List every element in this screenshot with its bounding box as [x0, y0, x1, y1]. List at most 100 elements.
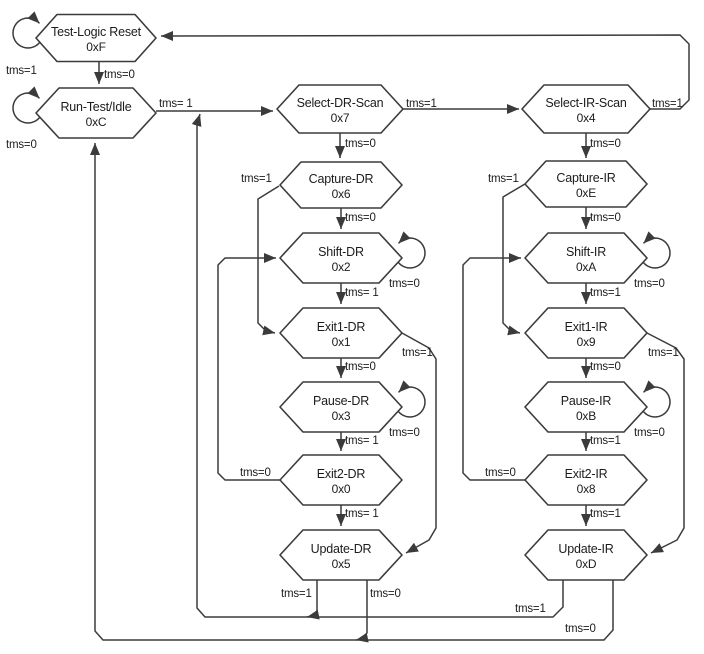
- transition-label: tms=0: [370, 588, 401, 600]
- hexagon: [524, 454, 648, 506]
- transition-line: [462, 253, 525, 481]
- transition-uir-sdr: tms=1: [191, 113, 564, 618]
- transition-label: tms=1: [590, 508, 621, 520]
- transition-e1dr-udr: tms=1: [401, 332, 437, 554]
- transition-cir-shir: tms=0: [581, 207, 621, 229]
- state-name: Exit2-DR: [317, 467, 366, 481]
- state-code: 0xB: [576, 409, 596, 423]
- state-name: Capture-IR: [556, 171, 615, 185]
- state-code: 0x9: [577, 335, 596, 349]
- hexagon: [279, 232, 403, 284]
- state-name: Shift-IR: [566, 245, 606, 259]
- hexagon: [279, 454, 403, 506]
- transition-label: tms=0: [104, 69, 135, 81]
- transition-line: [306, 580, 320, 620]
- transition-line: [217, 253, 280, 481]
- state-code: 0x3: [332, 409, 351, 423]
- hexagon: [276, 84, 404, 134]
- hexagon: [279, 529, 403, 581]
- transition-line: [257, 185, 280, 336]
- state-code: 0x8: [577, 482, 596, 496]
- transition-sdr-sir: tms=1: [403, 98, 519, 114]
- transition-label: tms=0: [345, 138, 376, 150]
- transition-label: tms= 1: [345, 508, 379, 520]
- state-name: Run-Test/Idle: [60, 100, 131, 114]
- transition-e1ir-uir: tms=1: [646, 332, 685, 554]
- transition-label: tms=1: [241, 173, 272, 185]
- transition-line: [191, 113, 564, 618]
- state-name: Select-DR-Scan: [297, 96, 384, 110]
- state-code: 0x4: [577, 111, 596, 125]
- state-name: Shift-DR: [318, 245, 364, 259]
- state-name: Exit1-IR: [565, 320, 608, 334]
- transition-label: tms=0: [565, 623, 596, 635]
- state-code: 0xF: [86, 40, 105, 54]
- hexagon: [279, 381, 403, 433]
- self-loop-line: [12, 86, 42, 124]
- transition-label: tms=1: [402, 347, 433, 359]
- hexagon: [521, 84, 651, 134]
- self-loop-pdr: tms=0: [389, 380, 426, 439]
- hexagon: [279, 161, 403, 209]
- transition-label: tms= 1: [159, 98, 193, 110]
- transition-pir-e2ir: tms=1: [581, 432, 621, 451]
- self-loop-label: tms=0: [389, 427, 420, 439]
- hexagon: [524, 307, 648, 359]
- state-name: Update-DR: [311, 542, 372, 556]
- state-code: 0x1: [332, 335, 351, 349]
- state-code: 0xC: [86, 115, 107, 129]
- state-code: 0x7: [331, 111, 350, 125]
- transition-e2dr-shdr: tms=0: [217, 253, 280, 481]
- transition-udr-sdr: tms=1: [281, 580, 320, 620]
- state-code: 0x6: [332, 187, 351, 201]
- self-loop-label: tms=0: [6, 139, 37, 151]
- self-loop-shdr: tms=0: [389, 231, 426, 290]
- transition-label: tms=1: [488, 173, 519, 185]
- transition-label: tms=1: [652, 98, 683, 110]
- transition-label: tms=0: [590, 212, 621, 224]
- transition-sdr-cdr: tms=0: [335, 133, 376, 158]
- transition-line: [401, 332, 437, 554]
- transition-uir-rti: tms=0: [90, 143, 614, 641]
- transition-cdr-shdr: tms=0: [336, 208, 376, 229]
- state-code: 0x0: [332, 482, 351, 496]
- self-loop-label: tms=1: [6, 65, 37, 77]
- transition-e2dr-udr: tms= 1: [336, 505, 379, 526]
- self-loop-label: tms=0: [634, 427, 665, 439]
- transition-sir-cir: tms=0: [581, 133, 621, 158]
- state-name: Pause-DR: [313, 394, 369, 408]
- state-code: 0x2: [332, 260, 351, 274]
- transition-label: tms= 1: [345, 287, 379, 299]
- transition-e1ir-pir: tms=0: [581, 358, 621, 378]
- transition-udr-rti: tms=0: [355, 580, 401, 643]
- state-name: Select-IR-Scan: [545, 96, 627, 110]
- self-loop-label: tms=0: [389, 278, 420, 290]
- state-name: Pause-IR: [561, 394, 612, 408]
- state-code: 0xE: [576, 186, 596, 200]
- state-name: Test-Logic Reset: [51, 25, 142, 39]
- transition-label: tms=1: [590, 287, 621, 299]
- transition-e2ir-shir: tms=0: [462, 253, 525, 481]
- transition-label: tms=0: [345, 212, 376, 224]
- self-loop-shir: tms=0: [634, 231, 671, 290]
- transition-label: tms=1: [281, 588, 312, 600]
- self-loop-line: [641, 231, 671, 269]
- self-loop-label: tms=0: [634, 278, 665, 290]
- transition-label: tms=1: [590, 435, 621, 447]
- transition-label: tms= 1: [345, 435, 379, 447]
- transition-label: tms=1: [515, 603, 546, 615]
